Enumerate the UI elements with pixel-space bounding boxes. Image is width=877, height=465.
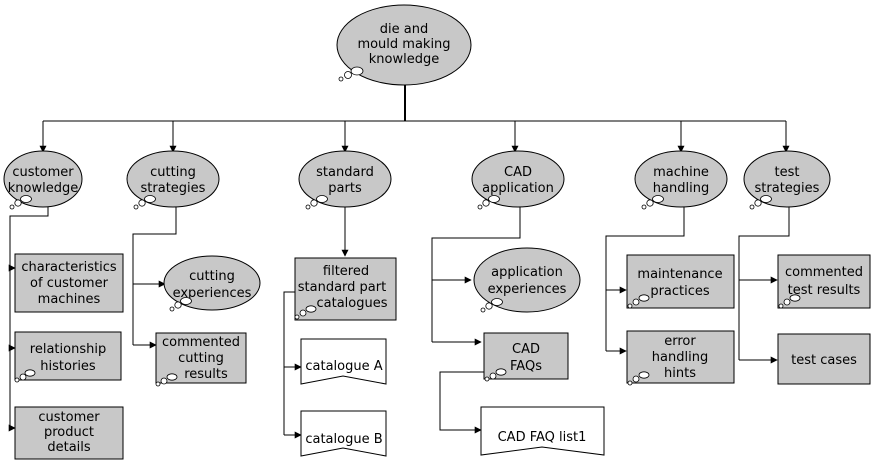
thought-bubble-icon <box>484 368 507 382</box>
thought-bubble-icon <box>749 195 772 210</box>
thought-bubble-icon <box>294 305 317 320</box>
thought-bubble-icon <box>338 66 364 82</box>
thought-bubble-icon <box>627 371 650 386</box>
svg-text:CAD FAQ list1: CAD FAQ list1 <box>498 430 587 445</box>
thought-bubble-icon <box>480 298 503 313</box>
faq-to-list <box>439 371 484 434</box>
thought-bubble-icon <box>305 195 328 210</box>
thought-bubble-icon <box>9 195 32 210</box>
customer-spine <box>9 200 49 428</box>
node-catalogue-a: catalogue A <box>300 338 387 385</box>
test-spine <box>738 206 790 360</box>
node-cad-faq-list1: CAD FAQ list1 <box>480 406 605 456</box>
thought-bubble-icon <box>14 369 36 383</box>
thought-bubble-icon <box>641 195 664 210</box>
machine-spine <box>605 206 685 351</box>
node-test-cases: test cases <box>777 333 871 385</box>
thought-bubble-icon <box>155 373 178 387</box>
cad-spine <box>431 206 521 342</box>
thought-bubble-icon <box>169 297 192 312</box>
thought-bubble-icon <box>627 294 650 309</box>
root-line-3: knowledge <box>369 52 439 67</box>
cutting-spine <box>132 206 177 345</box>
svg-text:test cases: test cases <box>791 353 857 368</box>
thought-bubble-icon <box>477 195 500 210</box>
root-line-1: die and <box>380 22 428 37</box>
connectors <box>8 78 790 439</box>
svg-text:catalogue A: catalogue A <box>305 359 382 374</box>
root-line-2: mould making <box>357 37 450 52</box>
node-catalogue-b: catalogue B <box>300 410 387 457</box>
thought-bubble-icon <box>778 294 801 309</box>
thought-bubble-icon <box>133 195 156 210</box>
svg-text:catalogue B: catalogue B <box>305 432 382 447</box>
